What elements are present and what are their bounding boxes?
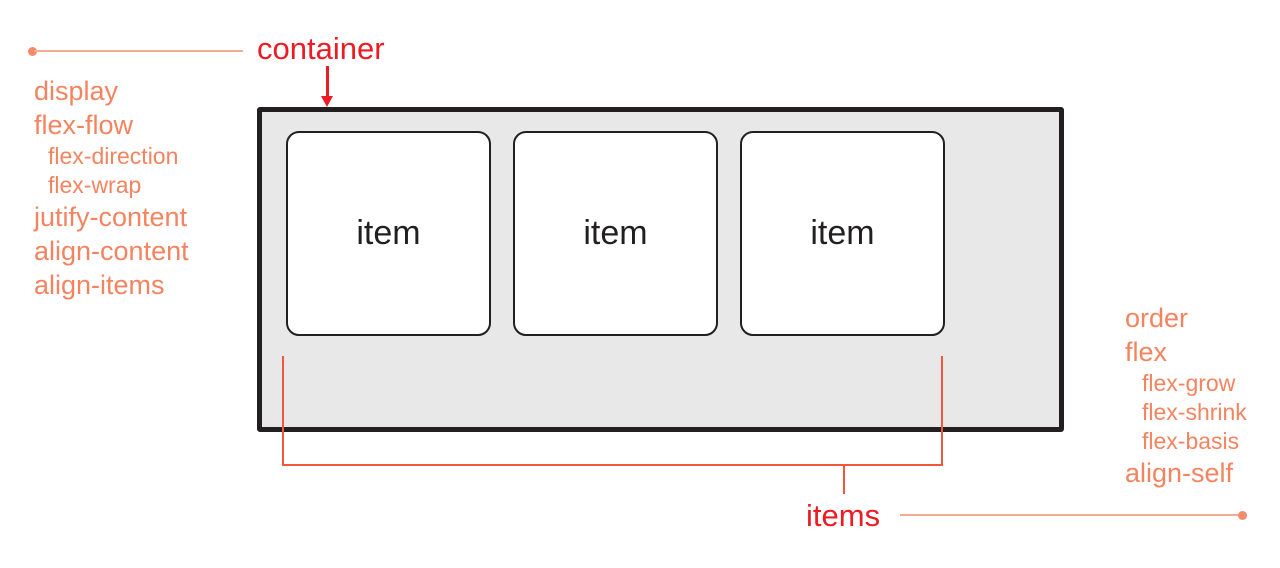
flex-container-box: item item item	[257, 107, 1064, 432]
prop-flex-wrap: flex-wrap	[48, 172, 142, 198]
item-properties-list: order flex flex-grow flex-shrink flex-ba…	[1125, 301, 1247, 490]
connector-dot-left	[28, 47, 37, 56]
prop-align-items: align-items	[34, 270, 165, 300]
flex-item-box: item	[286, 131, 491, 336]
connector-line-container	[34, 50, 243, 52]
prop-flex-basis: flex-basis	[1142, 428, 1240, 454]
flex-item-label: item	[583, 214, 648, 252]
prop-flex: flex	[1125, 337, 1168, 367]
prop-flex-shrink: flex-shrink	[1142, 399, 1247, 425]
flex-item-label: item	[356, 214, 421, 252]
container-arrowhead-icon	[321, 96, 333, 107]
items-label: items	[806, 498, 881, 533]
flex-item-label: item	[810, 214, 875, 252]
container-label: container	[257, 31, 385, 66]
items-bracket	[282, 356, 943, 466]
container-arrow-icon	[326, 66, 329, 97]
prop-order: order	[1125, 303, 1189, 333]
flex-item-box: item	[513, 131, 718, 336]
prop-flex-direction: flex-direction	[48, 143, 179, 169]
prop-flex-flow: flex-flow	[34, 110, 134, 140]
prop-flex-grow: flex-grow	[1142, 370, 1236, 396]
flex-item-box: item	[740, 131, 945, 336]
connector-line-items	[900, 514, 1238, 516]
container-properties-list: display flex-flow flex-direction flex-wr…	[34, 74, 189, 302]
connector-dot-right	[1238, 511, 1247, 520]
prop-align-content: align-content	[34, 236, 189, 266]
prop-jutify-content: jutify-content	[34, 202, 188, 232]
prop-display: display	[34, 76, 119, 106]
items-bracket-tick	[843, 464, 845, 494]
prop-align-self: align-self	[1125, 458, 1234, 488]
